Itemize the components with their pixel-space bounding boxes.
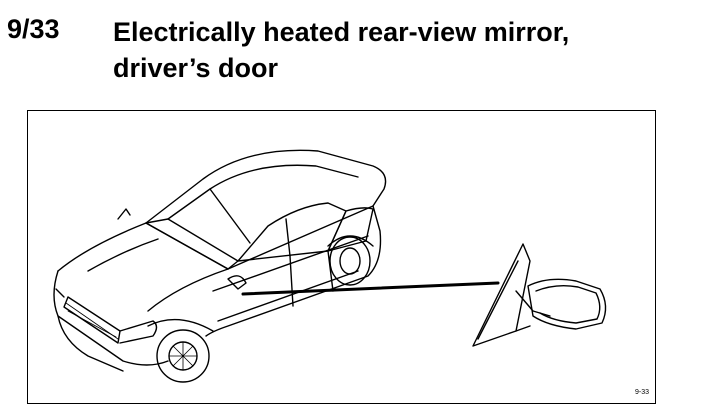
door-mirror-illustration	[472, 243, 607, 347]
section-title-line-1: Electrically heated rear-view mirror,	[113, 17, 570, 47]
car-illustration	[53, 149, 387, 383]
figure-illustration	[53, 149, 607, 383]
section-heading: 9/33 Electrically heated rear-view mirro…	[0, 0, 704, 100]
section-title: Electrically heated rear-view mirror, dr…	[113, 14, 569, 86]
figure-code: 9-33	[634, 389, 649, 396]
figure-frame: 9-33	[27, 110, 656, 404]
section-title-line-2: driver’s door	[113, 53, 279, 83]
leader-line	[241, 281, 500, 296]
section-number: 9/33	[7, 14, 60, 44]
